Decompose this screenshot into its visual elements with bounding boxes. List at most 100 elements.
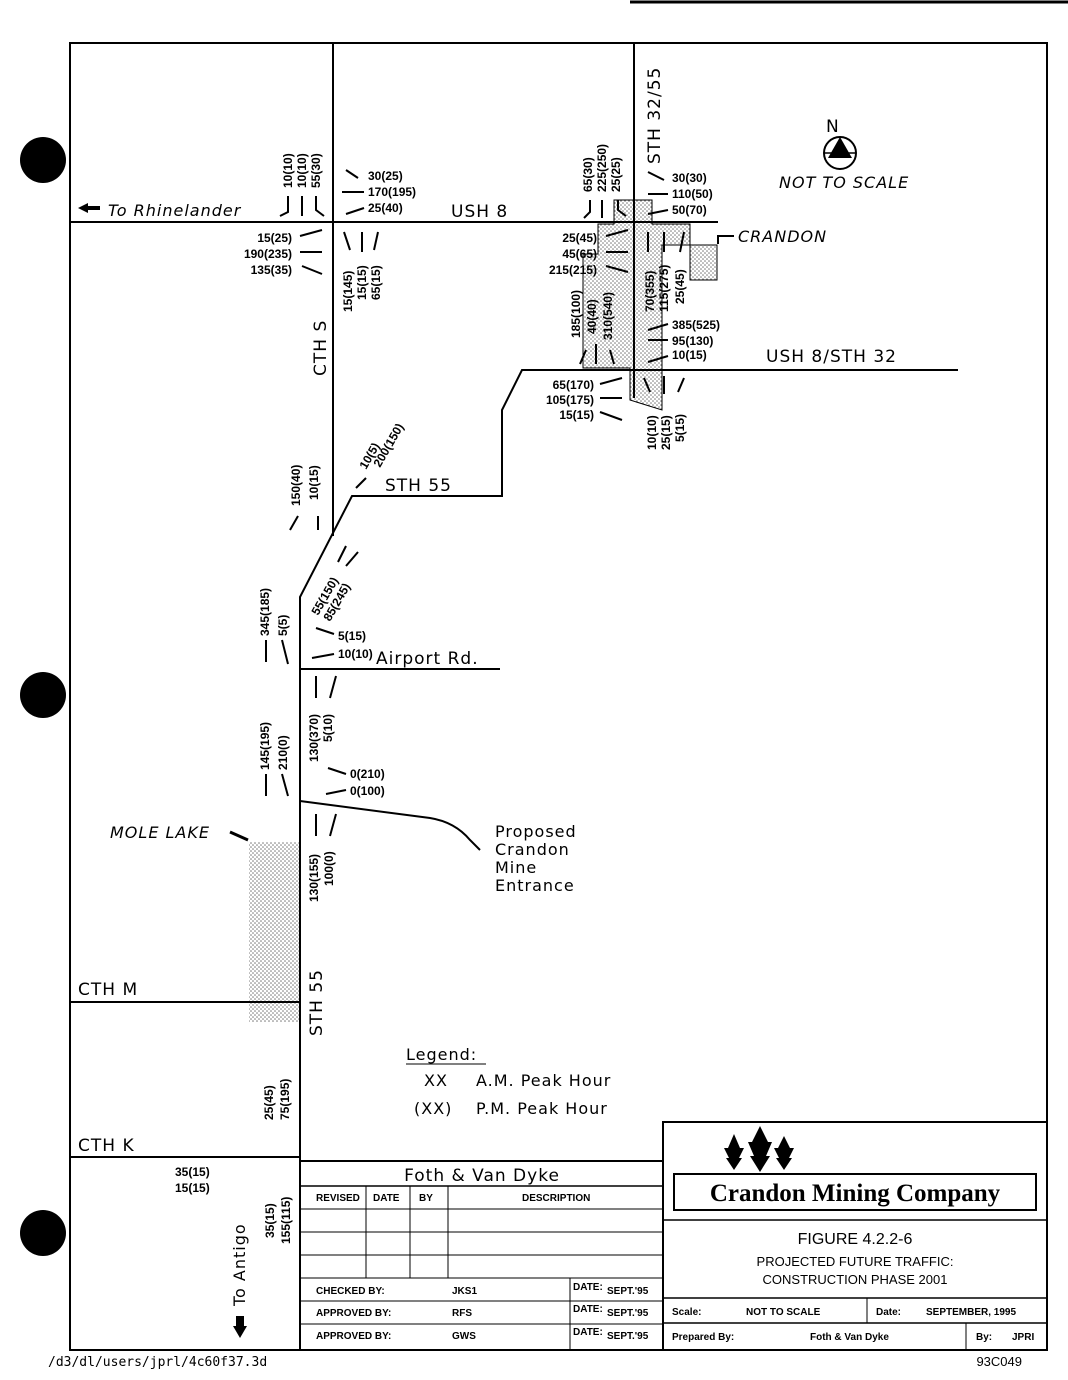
count-label: 225(250) — [595, 144, 609, 192]
count-label: 5(15) — [673, 414, 687, 442]
figure-subtitle-1: PROJECTED FUTURE TRAFFIC: — [757, 1254, 954, 1269]
approved-date-label: DATE: — [573, 1304, 603, 1315]
count-label: 35(15) — [175, 1165, 210, 1179]
figure-subtitle-2: CONSTRUCTION PHASE 2001 — [763, 1272, 948, 1287]
count-label: 15(15) — [175, 1181, 210, 1195]
count-label: 145(195) — [258, 722, 272, 770]
north-arrow-icon: N — [823, 117, 857, 170]
count-label: 110(50) — [672, 187, 713, 201]
binder-hole — [20, 137, 66, 183]
count-label: 35(15) — [263, 1203, 277, 1238]
by-label: By: — [976, 1332, 992, 1343]
col-revised: REVISED — [316, 1193, 360, 1204]
date-label: Date: — [876, 1307, 901, 1318]
drawing-number: 93C049 — [976, 1354, 1022, 1369]
title-block — [299, 1121, 1048, 1351]
count-label: 25(45) — [562, 231, 597, 245]
mole-lake-leader — [229, 830, 249, 842]
prepared-value: Foth & Van Dyke — [810, 1332, 889, 1343]
label-crandon: CRANDON — [738, 227, 827, 246]
checked-date: SEPT.'95 — [607, 1286, 649, 1297]
count-label: 70(355) — [643, 271, 657, 312]
crandon-leader — [717, 235, 734, 244]
count-label: 55(30) — [309, 153, 323, 188]
count-label: 10(15) — [307, 465, 321, 500]
count-label: 25(40) — [368, 201, 403, 215]
label-mine-entrance-2: Crandon — [495, 840, 570, 859]
label-airport-rd: Airport Rd. — [376, 649, 479, 669]
count-label: 15(15) — [355, 265, 369, 300]
file-path: /d3/dl/users/jprl/4c60f37.3d — [48, 1355, 267, 1370]
mole-lake-area — [249, 842, 299, 1022]
count-label: 15(145) — [341, 271, 355, 312]
count-label: 385(525) — [672, 318, 720, 332]
label-sth55-lower: STH 55 — [307, 969, 327, 1036]
legend-title: Legend: — [406, 1045, 477, 1064]
count-label: 25(45) — [262, 1085, 276, 1120]
count-label: 95(130) — [672, 334, 713, 348]
label-to-rhinelander: To Rhinelander — [108, 201, 242, 220]
binder-hole — [20, 1210, 66, 1256]
label-sth55-upper: STH 55 — [385, 476, 452, 496]
label-cths: CTH S — [311, 320, 331, 376]
approved-date-label: DATE: — [573, 1327, 603, 1338]
label-mole-lake: MOLE LAKE — [110, 823, 210, 842]
legend-key: XX — [424, 1071, 448, 1090]
map-frame — [69, 42, 1048, 1351]
north-note: NOT TO SCALE — [779, 173, 909, 192]
firm-name: Foth & Van Dyke — [404, 1166, 560, 1186]
count-label: 310(540) — [601, 292, 615, 340]
by-value: JPRI — [1012, 1332, 1034, 1343]
count-label: 0(100) — [350, 784, 385, 798]
label-ush8: USH 8 — [451, 202, 508, 222]
count-label: 210(0) — [276, 735, 290, 770]
count-label: 65(30) — [581, 157, 595, 192]
count-label: 105(175) — [546, 393, 594, 407]
checked-date-label: DATE: — [573, 1282, 603, 1293]
count-label: 25(45) — [673, 269, 687, 304]
legend-text: A.M. Peak Hour — [476, 1071, 611, 1090]
col-by: BY — [419, 1193, 433, 1204]
arrow-west-icon — [78, 203, 100, 213]
count-label: 345(185) — [258, 588, 272, 636]
count-label: 10(15) — [672, 348, 707, 362]
turn-arrows — [265, 169, 685, 837]
count-label: 130(155) — [307, 854, 321, 902]
checked-by-initials: JKS1 — [452, 1286, 477, 1297]
count-label: 190(235) — [244, 247, 292, 261]
count-label: 15(15) — [559, 408, 594, 422]
label-cthm: CTH M — [78, 980, 138, 1000]
legend-key: (XX) — [414, 1099, 452, 1118]
label-mine-entrance-3: Mine — [495, 858, 537, 877]
arrow-south-icon — [233, 1316, 247, 1338]
count-label: 45(65) — [562, 247, 597, 261]
label-sth32-55: STH 32/55 — [645, 67, 665, 164]
scale-label: Scale: — [672, 1307, 701, 1318]
count-label: 215(215) — [549, 263, 597, 277]
count-label: 65(15) — [369, 265, 383, 300]
count-label: 25(25) — [609, 157, 623, 192]
count-label: 155(115) — [279, 1197, 293, 1244]
approved-date: SEPT.'95 — [607, 1331, 649, 1342]
count-label: 100(0) — [322, 851, 336, 886]
count-label: 30(25) — [368, 169, 403, 183]
count-label: 170(195) — [368, 185, 416, 199]
count-label: 5(10) — [321, 714, 335, 742]
checked-by-label: CHECKED BY: — [316, 1286, 385, 1297]
count-label: 65(170) — [553, 378, 594, 392]
count-label: 115(275) — [657, 265, 671, 312]
count-label: 10(10) — [338, 647, 373, 661]
count-label: 10(10) — [295, 153, 309, 188]
legend-text: P.M. Peak Hour — [476, 1099, 608, 1118]
approved-by-label: APPROVED BY: — [316, 1331, 391, 1342]
north-letter: N — [826, 117, 840, 137]
col-description: DESCRIPTION — [522, 1193, 590, 1204]
label-cthk: CTH K — [78, 1136, 135, 1156]
label-mine-entrance-1: Proposed — [495, 822, 577, 841]
count-label: 15(25) — [257, 231, 292, 245]
road-sth55 — [299, 369, 580, 1350]
road-mine-entrance — [299, 800, 481, 851]
company-name: Crandon Mining Company — [710, 1180, 1001, 1207]
scale-value: NOT TO SCALE — [746, 1307, 821, 1318]
